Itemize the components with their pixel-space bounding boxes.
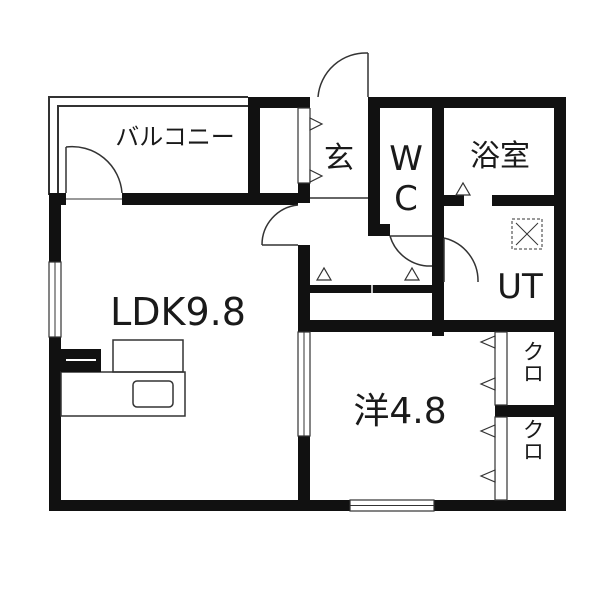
wc-door bbox=[389, 235, 433, 267]
label-utility: UT bbox=[497, 267, 543, 307]
ut-door bbox=[443, 237, 479, 283]
ldk-door bbox=[261, 203, 310, 246]
label-ldk: LDK9.8 bbox=[110, 290, 246, 334]
balcony-door bbox=[65, 145, 123, 205]
wall-hall-left-lower bbox=[298, 436, 310, 511]
label-balcony: バルコニー bbox=[115, 123, 235, 151]
wall-hall-left-mid bbox=[298, 245, 310, 332]
label-closet-1-a: クロ bbox=[519, 340, 544, 384]
balcony-rail bbox=[48, 96, 248, 195]
wall-right bbox=[554, 97, 566, 511]
kitchen-counter bbox=[60, 339, 186, 417]
wall-left bbox=[49, 193, 61, 510]
wall-ut-left bbox=[432, 236, 444, 336]
wall-top bbox=[248, 97, 566, 108]
room-labels: バルコニー 玄 W C 浴室 UT LDK9.8 洋4.8 bbox=[110, 123, 543, 432]
wall-wc-bottom bbox=[368, 224, 390, 236]
wall-hall-corner bbox=[298, 193, 310, 203]
label-bath: 浴室 bbox=[470, 139, 530, 174]
entrance-door bbox=[310, 52, 369, 108]
bedroom-sliding-door bbox=[297, 331, 311, 437]
wall-hall-shelf bbox=[310, 285, 432, 293]
wall-wc-right bbox=[432, 108, 444, 238]
closet-label-2: クロ bbox=[519, 418, 544, 462]
wall-bedroom-top bbox=[298, 320, 566, 332]
label-western-room: 洋4.8 bbox=[353, 391, 446, 432]
closet-label-1: クロ bbox=[519, 340, 544, 384]
wall-bath-bottom-right bbox=[492, 195, 566, 206]
vent-icon bbox=[511, 218, 543, 250]
label-wc-c: C bbox=[394, 179, 418, 219]
wall-wc-left bbox=[368, 108, 380, 236]
storage-markers bbox=[309, 117, 496, 483]
closet-doors bbox=[494, 331, 508, 501]
wall-closet-divider bbox=[495, 405, 566, 417]
label-wc-w: W bbox=[389, 139, 423, 179]
windows bbox=[48, 107, 435, 512]
wall-balcony-side bbox=[248, 97, 260, 205]
wall-bath-bottom-left bbox=[444, 195, 464, 206]
label-entrance: 玄 bbox=[324, 141, 354, 176]
label-closet-2-a: クロ bbox=[519, 418, 544, 462]
door-shoe-cabinet bbox=[297, 107, 311, 184]
